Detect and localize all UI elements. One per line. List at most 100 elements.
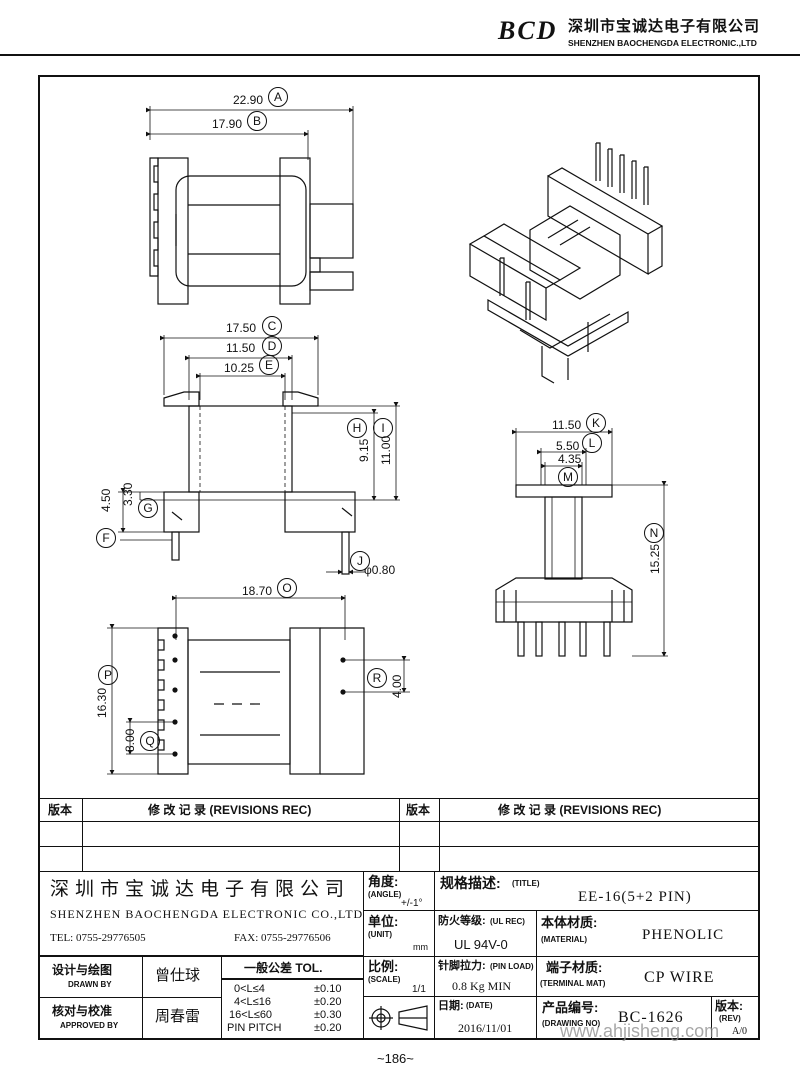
approved-value: 周春雷 (155, 1009, 201, 1025)
technical-drawing (107, 106, 668, 775)
drawing-no-label-en: (DRAWING NO) (542, 1019, 601, 1028)
angle-label-en: (ANGLE) (368, 890, 402, 899)
side-view (495, 428, 668, 657)
revision-row (38, 821, 83, 847)
unit-label: 单位: (368, 914, 399, 929)
tol-range-2: 16<L≤60 (229, 1009, 273, 1021)
drawing-no-value: BC-1626 (618, 1009, 684, 1026)
tol-range-1: 4<L≤16 (234, 996, 271, 1008)
tol-range-3: PIN PITCH (227, 1022, 282, 1034)
tol-range-0: 0<L≤4 (234, 983, 265, 995)
drawn-label: 设计与绘图 (52, 963, 113, 977)
rev-header-left: 版本 (48, 803, 73, 817)
dim-g-letter: G (138, 498, 158, 518)
dim-n-letter: N (644, 523, 664, 543)
drawn-label-en: DRAWN BY (68, 980, 112, 989)
dim-k-value: 11.50 (552, 418, 582, 432)
dim-g-value: 3.30 (121, 482, 135, 506)
dim-k-letter: K (586, 413, 606, 433)
pinload-label: 针脚拉力: (438, 960, 486, 972)
page-number: ~186~ (377, 1051, 414, 1066)
title-label: 规格描述: (440, 875, 501, 891)
watermark: www.ahjisheng.com (560, 1021, 720, 1041)
tol-value-3: ±0.20 (314, 1022, 342, 1034)
company-name-en: SHENZHEN BAOCHENGDA ELECTRONIC CO.,LTD (50, 907, 364, 921)
dim-p-letter: P (98, 665, 118, 685)
terminal-value: CP WIRE (644, 969, 715, 986)
rev-rec-right: 修 改 记 录 (REVISIONS REC) (498, 803, 662, 817)
company-logo: BCD (498, 16, 558, 45)
isometric-view (468, 142, 664, 384)
dim-b-value: 17.90 (212, 117, 243, 131)
company-fax: FAX: 0755-29776506 (234, 932, 331, 944)
dim-m-letter: M (558, 467, 578, 487)
tol-value-0: ±0.10 (314, 983, 342, 995)
dim-m-value: 4.35 (558, 452, 582, 466)
angle-label: 角度: (368, 874, 399, 889)
dim-o-value: 18.70 (242, 584, 273, 598)
material-label: 本体材质: (541, 915, 598, 930)
front-view (118, 335, 400, 575)
unit-label-en: (UNIT) (368, 930, 392, 939)
date-label-en: (DATE) (466, 1001, 493, 1010)
company-tel: TEL: 0755-29776505 (50, 932, 146, 944)
tol-value-2: ±0.30 (314, 1009, 342, 1021)
top-view (146, 106, 354, 305)
dim-e-letter: E (259, 355, 279, 375)
header-company-cn: 深圳市宝诚达电子有限公司 (568, 18, 761, 35)
dim-r-letter: R (367, 668, 387, 688)
unit-value: mm (413, 942, 428, 952)
title-value: EE-16(5+2 PIN) (578, 889, 692, 905)
dim-n-value: 15.25 (648, 543, 662, 574)
ul-label-en: (UL REC) (490, 917, 525, 926)
terminal-label: 端子材质: (546, 960, 603, 975)
title-block: 版本 修 改 记 录 (REVISIONS REC) 版本 修 改 记 录 (R… (38, 798, 760, 1040)
drawing-no-label: 产品编号: (542, 1000, 599, 1015)
dim-r-value: 4.00 (390, 674, 404, 698)
approved-label-en: APPROVED BY (60, 1021, 119, 1030)
dim-e-value: 10.25 (224, 361, 255, 375)
dim-l-value: 5.50 (556, 439, 580, 453)
approved-label: 核对与校准 (52, 1004, 113, 1018)
rev-label: 版本: (715, 999, 743, 1013)
dim-p-value: 16.30 (95, 687, 109, 718)
tol-value-1: ±0.20 (314, 996, 342, 1008)
dim-h-value: 9.15 (357, 438, 371, 462)
angle-value: +/-1° (401, 898, 423, 909)
dim-c-value: 17.50 (226, 321, 257, 335)
dim-i-value: 11.00 (379, 435, 393, 465)
rev-rec-left: 修 改 记 录 (REVISIONS REC) (148, 803, 312, 817)
rev-header-right: 版本 (406, 803, 431, 817)
dim-q-letter: Q (140, 731, 160, 751)
date-value: 2016/11/01 (458, 1021, 513, 1035)
dim-a-value: 22.90 (233, 93, 264, 107)
dim-d-value: 11.50 (226, 341, 256, 355)
title-label-en: (TITLE) (512, 879, 540, 888)
dim-f-letter: F (96, 528, 116, 548)
pinload-label-en: (PIN LOAD) (490, 962, 534, 971)
dim-a-letter: A (268, 87, 288, 107)
material-value: PHENOLIC (642, 927, 725, 943)
date-label: 日期: (438, 1000, 464, 1012)
dim-b-letter: B (247, 111, 267, 131)
drawn-value: 曾仕球 (155, 968, 201, 984)
dim-i-letter: I (373, 418, 393, 438)
dim-j-letter: J (350, 551, 370, 571)
bottom-view (107, 595, 410, 775)
dim-l-letter: L (582, 433, 602, 453)
company-name-cn: 深圳市宝诚达电子有限公司 (50, 879, 351, 900)
terminal-label-en: (TERMINAL MAT) (540, 979, 606, 988)
dim-d-letter: D (262, 336, 282, 356)
scale-value: 1/1 (412, 984, 426, 995)
ul-value: UL 94V-0 (454, 937, 508, 952)
pinload-value: 0.8 Kg MIN (452, 979, 511, 993)
dim-j-value: φ0.80 (364, 563, 396, 577)
header-company-en: SHENZHEN BAOCHENGDA ELECTRONIC.,LTD (568, 38, 757, 48)
scale-label-en: (SCALE) (368, 975, 401, 984)
ul-label: 防火等级: (438, 915, 486, 927)
projection-symbol-icon (369, 1005, 428, 1031)
rev-value: A/0 (732, 1026, 747, 1037)
scale-label: 比例: (368, 959, 399, 974)
dim-o-letter: O (277, 578, 297, 598)
dim-c-letter: C (262, 316, 282, 336)
